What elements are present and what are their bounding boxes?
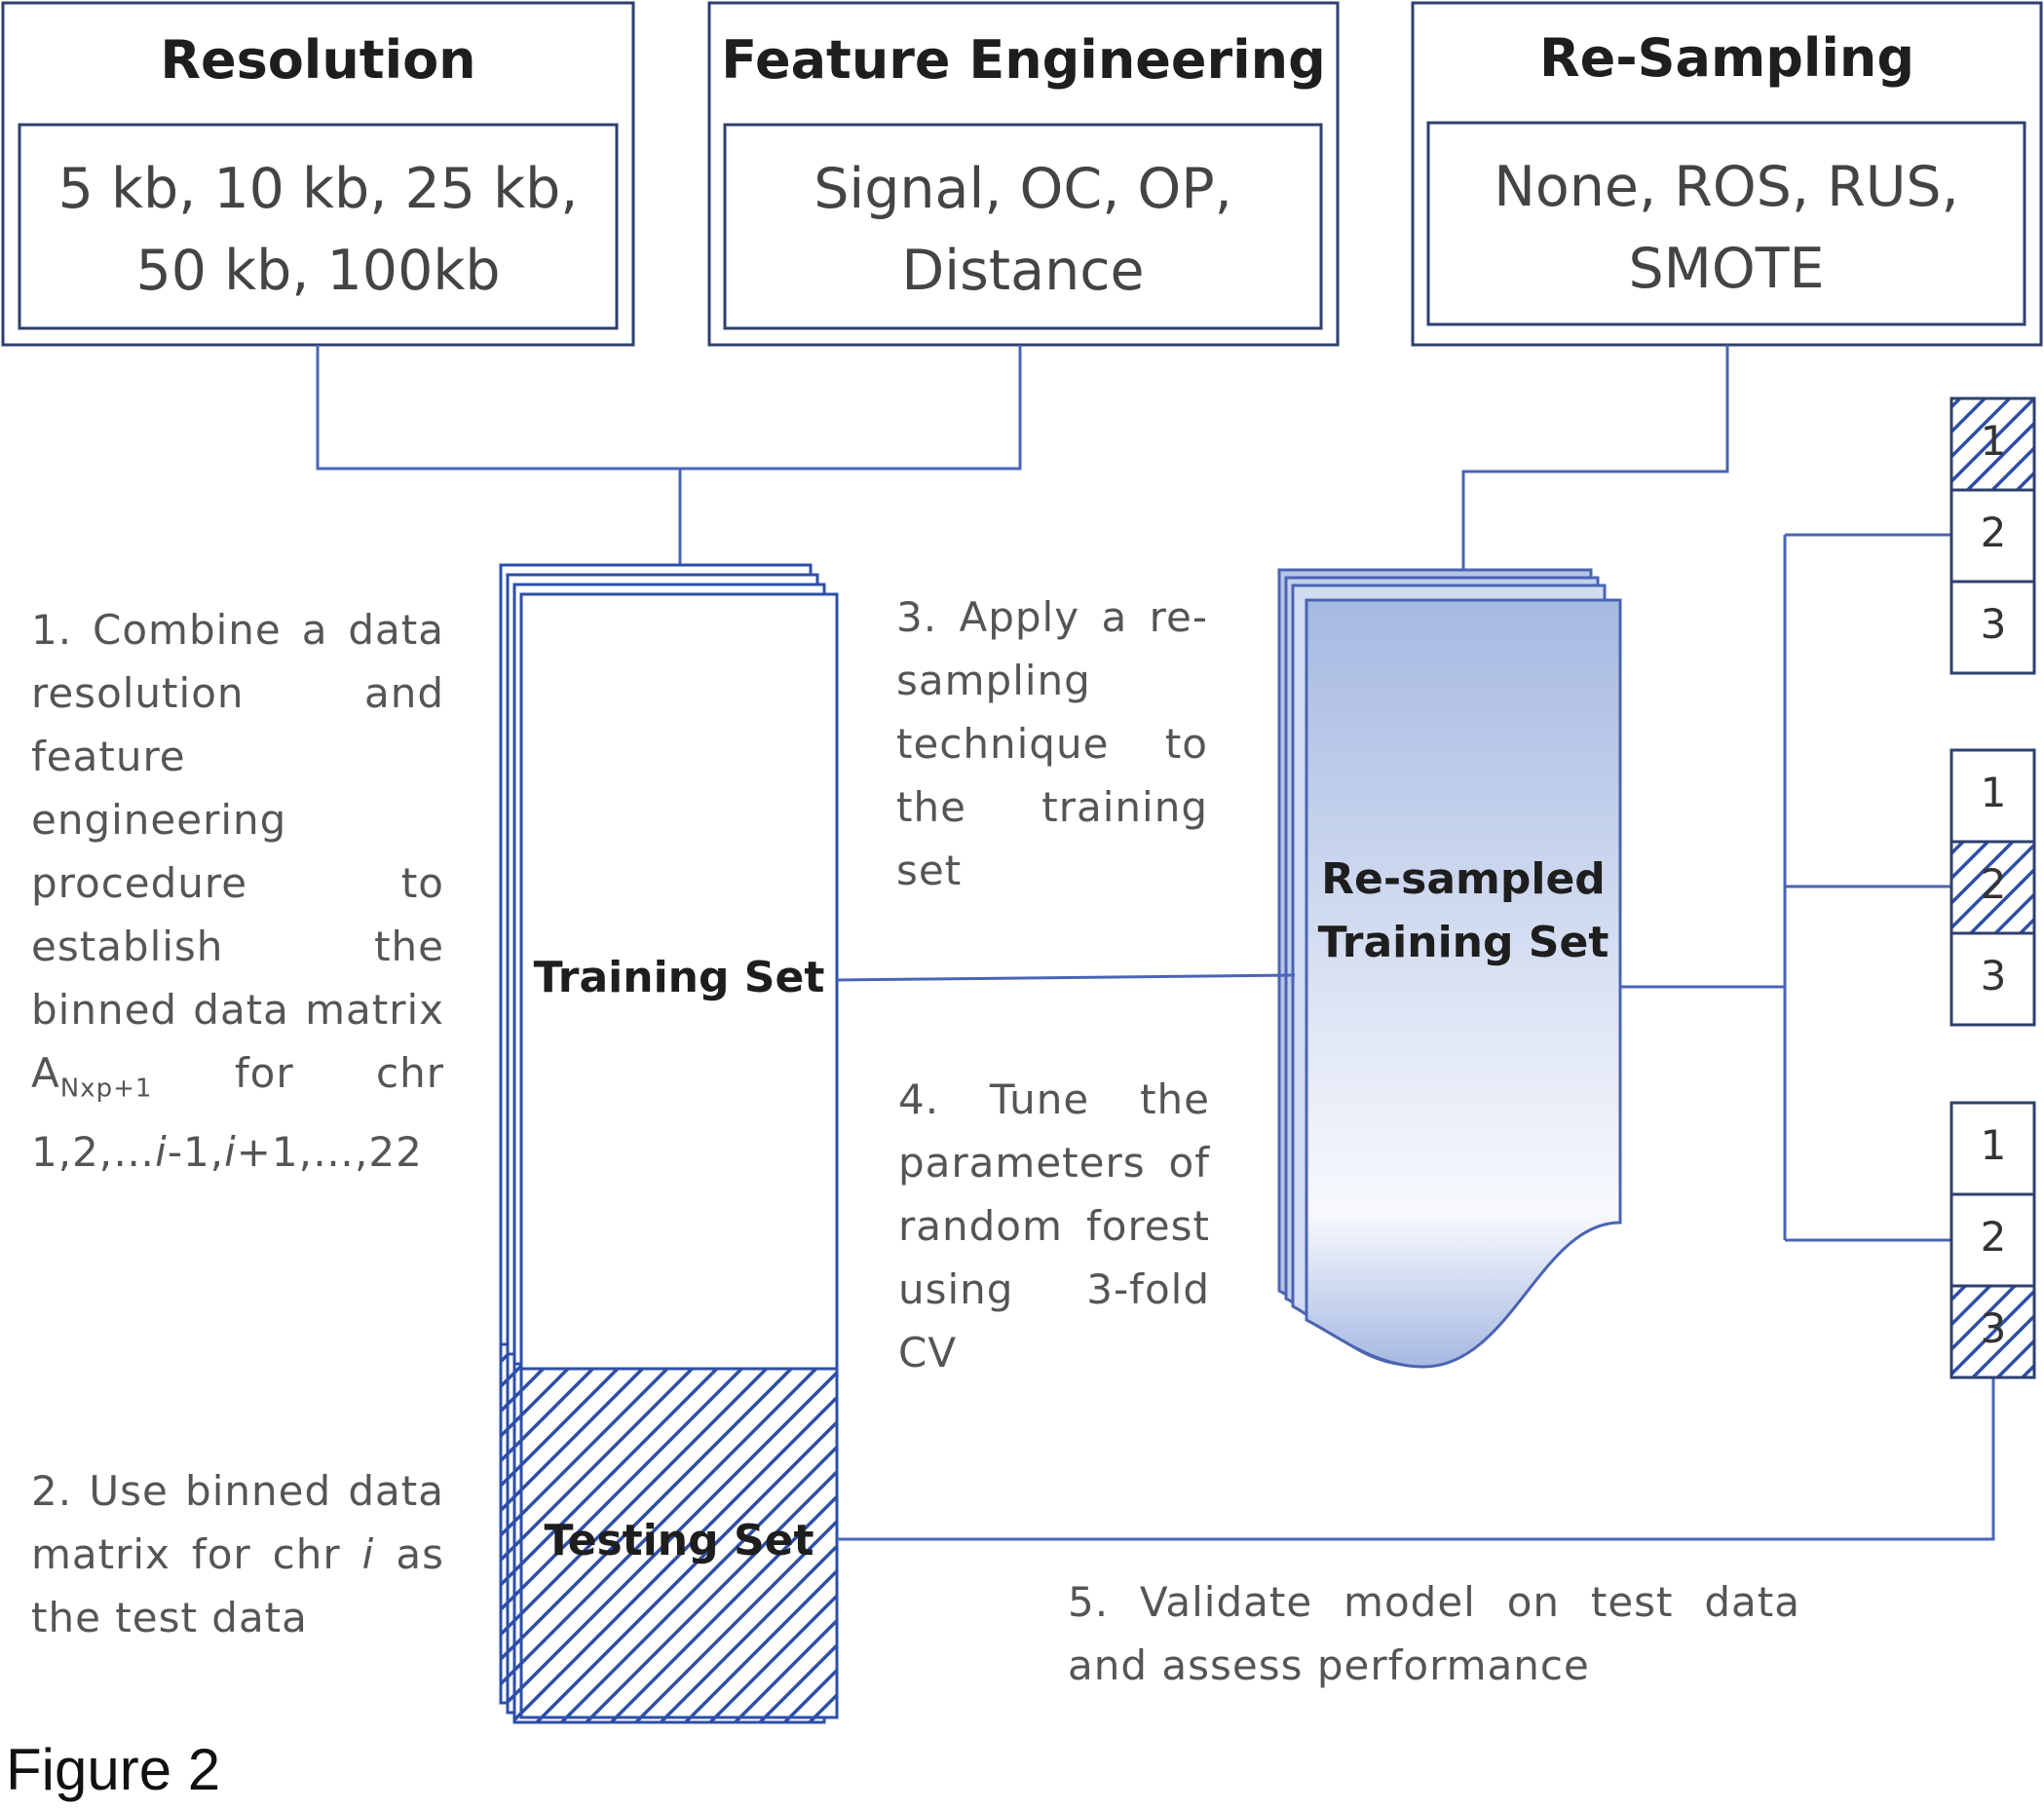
train-to-resample-line [836,973,1296,982]
validation-line [837,1378,1995,1541]
feature-engineering-options-line: Distance [901,239,1145,303]
resolution-title: Resolution [160,29,476,91]
step-1-italic-i: i [155,1128,168,1177]
feature-engineering-title: Feature Engineering [721,29,1326,91]
resampled-training-stack [1277,568,1622,1369]
resolution-box [1,1,635,347]
testing-set-label: Testing Set [544,1516,814,1565]
step-3-text: 3. Apply a re-sampling technique to the … [896,593,1208,894]
figure-caption: Figure 2 [6,1737,221,1802]
step-2-post: as the test data [31,1530,444,1641]
fold-3-label-1: 1 [1980,1121,2007,1169]
training-testing-stack [499,563,839,1724]
step-5-text: 5. Validate model on test data and asses… [1068,1578,1800,1689]
resampling-box [1411,1,2043,347]
training-set-label: Training Set [533,953,825,1002]
fold-3-label-2: 2 [1980,1213,2007,1261]
step-4-text: 4. Tune the parameters of random forest … [898,1075,1210,1376]
feature-engineering-box [707,1,1340,347]
resampling-options: None, ROS, RUS, SMOTE [1428,146,2025,310]
resampled-sheet-front [1305,598,1622,1369]
top-connectors [316,345,1729,596]
resolution-options: 5 kb, 10 kb, 25 kb, 50 kb, 100kb [19,148,617,312]
feature-engineering-options-line: Signal, OC, OP, [814,157,1232,221]
step-1-italic-i: i [224,1128,237,1177]
step-1-mid2: -1, [167,1128,225,1177]
fold-2-label-2: 2 [1980,860,2007,908]
resampled-set-label: Re-sampled Training Set [1306,848,1620,974]
step-1-subscript: Nxp+1 [59,1074,153,1104]
fold-cell [1949,580,2036,675]
step-2-text: 2. Use binned data matrix for chr i as t… [31,1459,444,1649]
step-2-pre: 2. Use binned data matrix for chr [31,1467,444,1578]
step-1-text: 1. Combine a data resolution and feature… [31,598,444,1184]
resampled-set-label-line: Training Set [1317,918,1609,967]
fold-1-label-2: 2 [1980,509,2007,556]
fold-cell-held-out [1949,396,2036,492]
fold-2-label-3: 3 [1980,952,2007,999]
fold-1-label-3: 3 [1980,600,2007,648]
step-1-post: +1,…,22 [236,1128,423,1177]
fold-group-2 [1949,748,2036,1027]
resampled-set-label-line: Re-sampled [1321,854,1606,904]
feature-engineering-options: Signal, OC, OP, Distance [725,148,1321,312]
resampling-options-line: None, ROS, RUS, [1494,155,1959,219]
step-1-mid: for chr 1,2,… [31,1049,444,1177]
step-2-italic-i: i [361,1530,375,1578]
fold-cell-held-out [1949,1284,2036,1379]
training-sheet-front [519,592,839,1371]
fold-cell [1949,748,2036,844]
fold-connectors [1620,533,1951,1242]
fold-group-1 [1949,396,2036,675]
fold-1-label-1: 1 [1980,417,2007,465]
resampling-options-line: SMOTE [1628,237,1825,301]
fold-group-3 [1949,1101,2036,1379]
testing-sheet-front [519,1367,839,1719]
fold-2-label-1: 1 [1980,769,2007,816]
resolution-options-line: 5 kb, 10 kb, 25 kb, [57,157,579,221]
step-1-pre: 1. Combine a data resolution and feature… [31,606,444,1097]
fold-cell [1949,931,2036,1027]
resolution-options-line: 50 kb, 100kb [135,239,501,303]
resampling-title: Re-Sampling [1539,27,1914,89]
fold-3-label-3: 3 [1980,1304,2007,1352]
fold-cell [1949,1101,2036,1196]
